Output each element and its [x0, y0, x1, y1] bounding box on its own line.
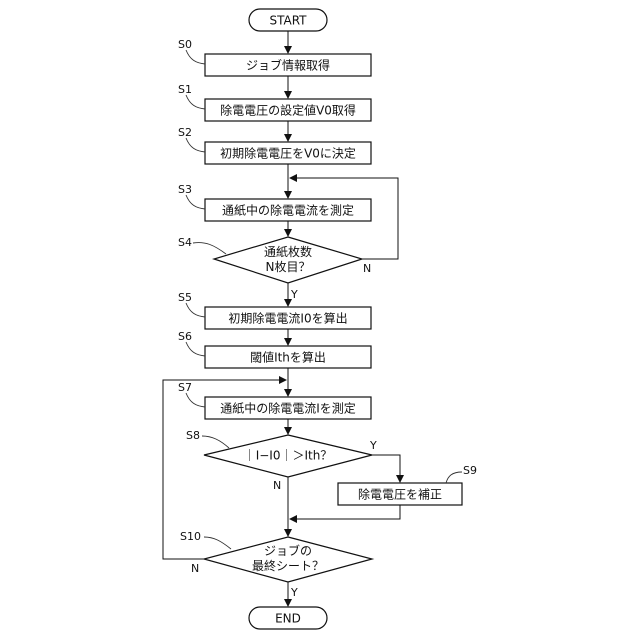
- step-s5-leader: [186, 303, 205, 317]
- step-s7-leader: [186, 393, 205, 407]
- step-s1-text: 除電電圧の設定値V0取得: [220, 103, 356, 118]
- step-s2-text: 初期除電電圧をV0に決定: [220, 146, 356, 161]
- step-s3: 通紙中の除電電流を測定 S3: [178, 183, 371, 221]
- start-terminal: START: [249, 9, 327, 31]
- step-s5-text: 初期除電電流I0を算出: [228, 311, 347, 326]
- step-s1: 除電電圧の設定値V0取得 S1: [178, 83, 371, 121]
- step-s6-text: 閾値Ithを算出: [250, 350, 326, 365]
- decision-s10-no-label: N: [191, 562, 199, 575]
- decision-s4-line2: N枚目？: [266, 259, 311, 274]
- step-s0: ジョブ情報取得 S0: [178, 38, 371, 76]
- step-s5-id: S5: [178, 291, 192, 304]
- decision-s4-line1: 通紙枚数: [264, 244, 312, 259]
- step-s1-leader: [186, 95, 205, 109]
- step-s7-id: S7: [178, 381, 192, 394]
- decision-s4: 通紙枚数 N枚目？ S4 N Y: [178, 236, 371, 301]
- decision-s8-no-label: N: [273, 479, 281, 492]
- step-s7: 通紙中の除電電流Iを測定 S7: [178, 381, 371, 419]
- step-s2: 初期除電電圧をV0に決定 S2: [178, 126, 371, 164]
- decision-s8-id: S8: [186, 429, 200, 442]
- step-s6: 閾値Ithを算出 S6: [178, 330, 371, 368]
- decision-s10-line1: ジョブの: [264, 543, 312, 558]
- decision-s8-yes-label: Y: [369, 439, 377, 452]
- step-s6-id: S6: [178, 330, 192, 343]
- decision-s4-no-label: N: [363, 262, 371, 275]
- decision-s4-id: S4: [178, 236, 192, 249]
- step-s5: 初期除電電流I0を算出 S5: [178, 291, 371, 329]
- decision-s10-line2: 最終シート？: [252, 558, 324, 573]
- end-label: END: [275, 612, 301, 626]
- step-s9-leader: [446, 472, 462, 483]
- decision-s8-leader: [202, 436, 229, 448]
- step-s2-leader: [186, 138, 205, 152]
- decision-s4-yes-label: Y: [290, 288, 298, 301]
- step-s3-text: 通紙中の除電電流を測定: [222, 203, 354, 218]
- arrow-s8-yes-to-s9: [372, 455, 400, 482]
- arrow-s9-to-merge: [290, 505, 400, 519]
- step-s6-leader: [186, 342, 205, 356]
- decision-s4-leader: [193, 242, 226, 254]
- decision-s10: ジョブの 最終シート？ S10 N Y: [180, 530, 372, 599]
- end-terminal: END: [249, 607, 327, 629]
- step-s0-leader: [186, 50, 205, 64]
- step-s7-text: 通紙中の除電電流Iを測定: [220, 401, 356, 416]
- decision-s10-leader: [204, 537, 231, 549]
- start-label: START: [269, 14, 307, 28]
- decision-s8-text: ｜I−I0｜＞Ith？: [244, 449, 333, 463]
- decision-s10-yes-label: Y: [290, 586, 298, 599]
- step-s3-leader: [186, 195, 205, 209]
- step-s0-text: ジョブ情報取得: [246, 58, 330, 73]
- step-s1-id: S1: [178, 83, 192, 96]
- step-s9-id: S9: [463, 464, 477, 477]
- decision-s10-id: S10: [180, 530, 201, 543]
- step-s0-id: S0: [178, 38, 192, 51]
- step-s2-id: S2: [178, 126, 192, 139]
- step-s3-id: S3: [178, 183, 192, 196]
- step-s9-text: 除電電圧を補正: [358, 487, 442, 502]
- step-s9: 除電電圧を補正 S9: [338, 464, 477, 505]
